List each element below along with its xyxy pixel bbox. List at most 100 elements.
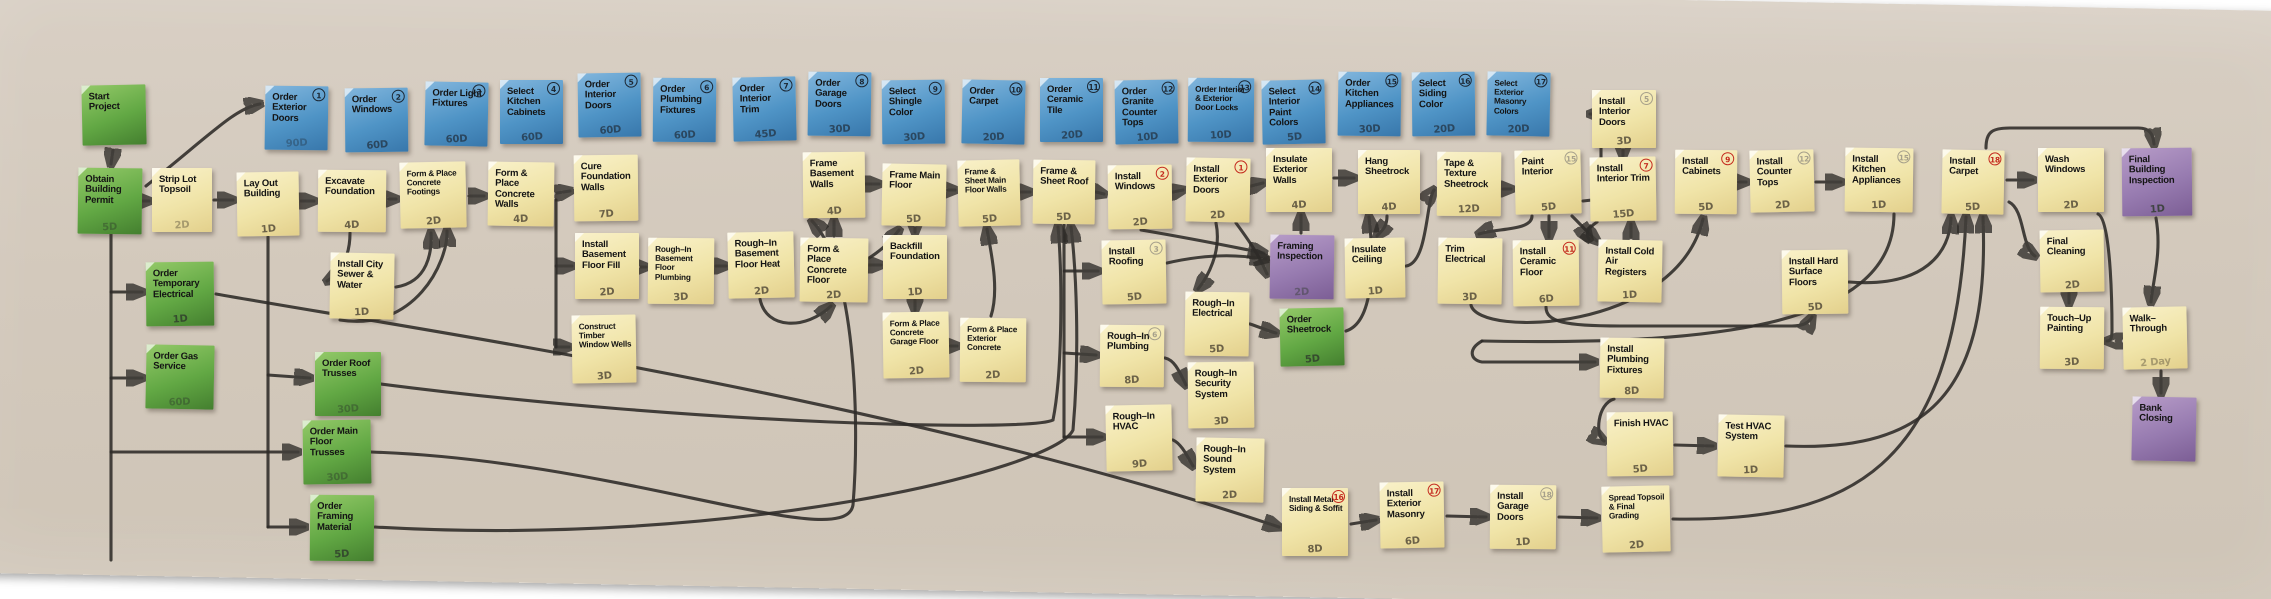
- note-label: Form & Place Concrete Walls: [494, 167, 535, 211]
- note-duration: 2D: [1628, 539, 1645, 552]
- note-label: Rough–In Sound System: [1202, 443, 1246, 476]
- note-duration: 30D: [1358, 123, 1381, 136]
- note-start-project[interactable]: Start Project: [81, 84, 147, 146]
- note-duration: 60D: [598, 124, 622, 137]
- sequence-badge: 4: [547, 82, 560, 95]
- note-duration: 60D: [673, 129, 696, 142]
- sequence-badge: 12: [1161, 81, 1175, 95]
- note-duration: 4D: [344, 219, 360, 232]
- note-duration: 90D: [285, 137, 308, 150]
- note-duration: 5D: [1964, 201, 1981, 214]
- note-duration: 5D: [905, 213, 922, 226]
- note-duration: 2D: [1209, 209, 1226, 222]
- sequence-badge: 14: [1308, 81, 1322, 95]
- note-label: Rough–In Security System: [1194, 367, 1238, 401]
- note-label: Trim Electrical: [1445, 243, 1486, 266]
- note-duration: 4D: [1381, 201, 1397, 214]
- note-label: Order Framing Material: [316, 500, 354, 533]
- note-label: Install Plumbing Fixtures: [1606, 343, 1649, 377]
- note-bank-closing[interactable]: Bank Closing: [2131, 396, 2197, 462]
